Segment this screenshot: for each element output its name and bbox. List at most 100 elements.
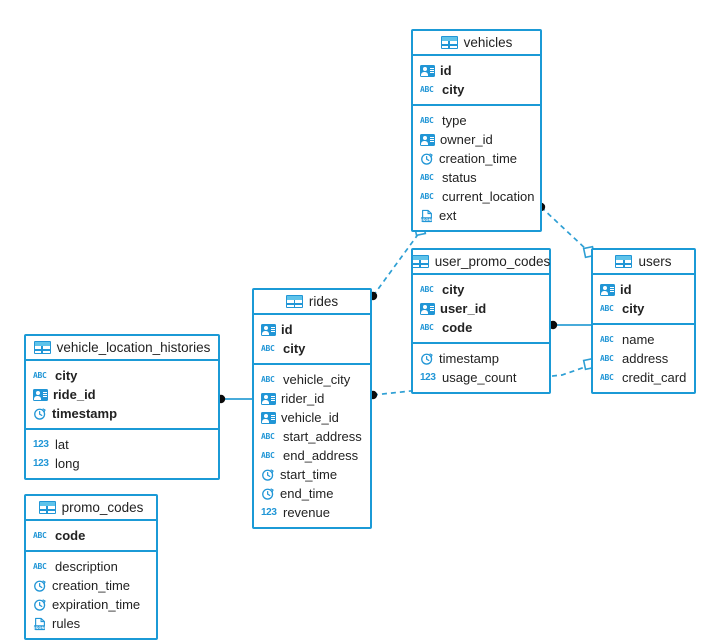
table-header[interactable]: promo_codes <box>26 496 156 521</box>
id-icon <box>420 302 435 315</box>
primary-key-field[interactable]: id <box>254 320 370 339</box>
rel-vlh-rides[interactable] <box>216 394 252 404</box>
field-name: city <box>442 82 465 97</box>
field-name: credit_card <box>622 370 687 385</box>
table-title: vehicles <box>463 35 513 50</box>
field-name: type <box>442 113 467 128</box>
field-name: id <box>281 322 293 337</box>
table-icon <box>440 36 458 49</box>
table-header[interactable]: users <box>593 250 694 275</box>
primary-key-field[interactable]: ABC city <box>413 280 549 299</box>
table-header[interactable]: rides <box>254 290 370 315</box>
abc-icon: ABC <box>261 451 275 460</box>
abc-icon: ABC <box>420 173 434 182</box>
column-field[interactable]: creation_time <box>26 576 156 595</box>
column-field[interactable]: vehicle_id <box>254 408 370 427</box>
column-field[interactable]: start_time <box>254 465 370 484</box>
abc-icon: ABC <box>420 192 434 201</box>
field-name: vehicle_city <box>283 372 351 387</box>
abc-icon: ABC <box>420 285 434 294</box>
primary-key-field[interactable]: id <box>593 280 694 299</box>
clock-icon <box>262 468 274 481</box>
field-name: owner_id <box>440 132 493 147</box>
abc-icon: ABC <box>420 323 434 332</box>
field-name: city <box>442 282 465 297</box>
clock-icon <box>262 487 274 500</box>
column-field[interactable]: ABC credit_card <box>593 368 694 387</box>
primary-key-field[interactable]: timestamp <box>26 404 218 423</box>
column-field[interactable]: owner_id <box>413 130 540 149</box>
number-icon: 123 <box>33 439 49 450</box>
field-name: usage_count <box>442 370 517 385</box>
clock-icon <box>421 152 433 165</box>
column-field[interactable]: expiration_time <box>26 595 156 614</box>
table-title: user_promo_codes <box>434 254 551 269</box>
field-name: city <box>55 368 78 383</box>
abc-icon: ABC <box>600 304 614 313</box>
field-name: id <box>440 63 452 78</box>
table-header[interactable]: vehicles <box>413 31 540 56</box>
field-name: creation_time <box>52 578 131 593</box>
table-icon <box>411 255 429 268</box>
column-field[interactable]: end_time <box>254 484 370 503</box>
abc-icon: ABC <box>600 354 614 363</box>
primary-key-field[interactable]: id <box>413 61 540 80</box>
field-name: description <box>55 559 118 574</box>
clock-icon <box>34 598 46 611</box>
field-name: start_address <box>283 429 362 444</box>
primary-key-field[interactable]: user_id <box>413 299 549 318</box>
primary-key-field[interactable]: ABC city <box>26 366 218 385</box>
table-title: vehicle_location_histories <box>56 340 211 355</box>
clock-icon <box>34 407 46 420</box>
abc-icon: ABC <box>33 371 47 380</box>
rel-upc-users[interactable] <box>548 320 591 330</box>
id-icon <box>261 392 276 405</box>
abc-icon: ABC <box>600 373 614 382</box>
id-icon <box>261 323 276 336</box>
column-field[interactable]: timestamp <box>413 349 549 368</box>
table-header[interactable]: user_promo_codes <box>411 250 551 275</box>
table-header[interactable]: vehicle_location_histories <box>26 336 218 361</box>
column-field[interactable]: rider_id <box>254 389 370 408</box>
id-icon <box>420 64 435 77</box>
abc-icon: ABC <box>261 344 275 353</box>
primary-key-field[interactable]: ride_id <box>26 385 218 404</box>
field-name: id <box>620 282 632 297</box>
table-icon <box>38 501 56 514</box>
field-name: start_time <box>280 467 338 482</box>
column-field[interactable]: creation_time <box>413 149 540 168</box>
